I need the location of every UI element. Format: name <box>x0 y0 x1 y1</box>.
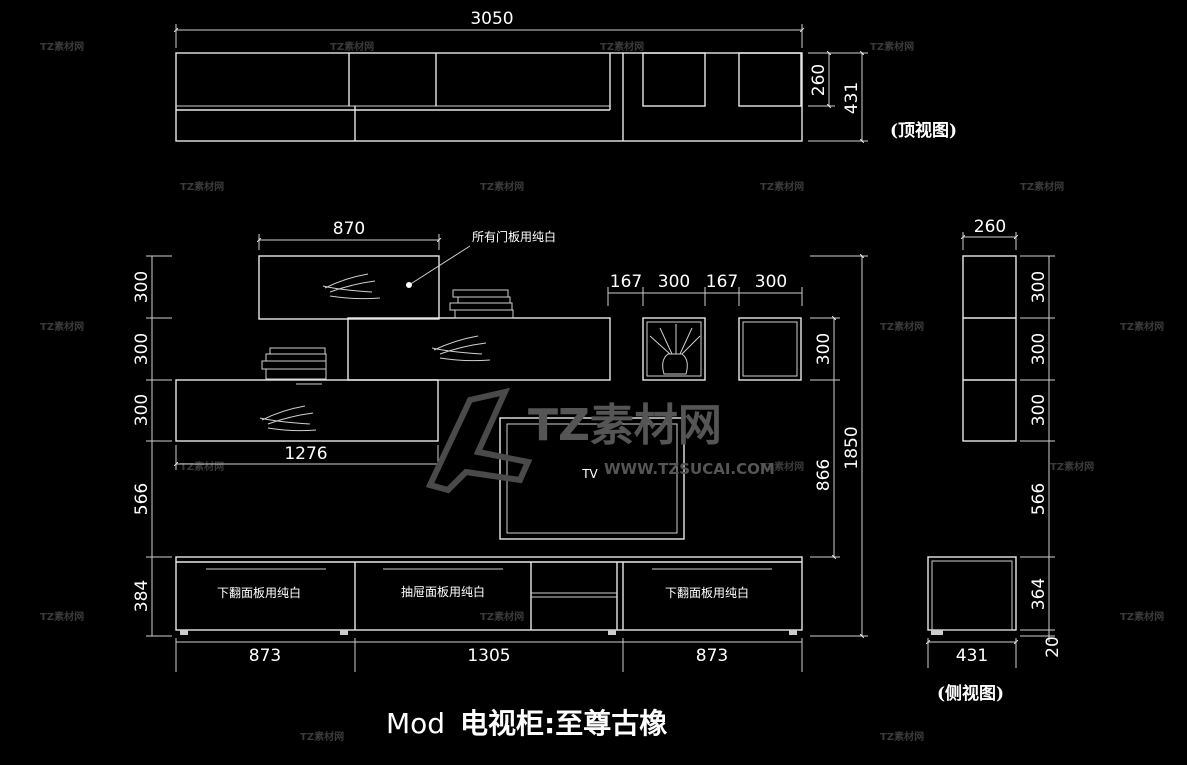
books-decor-1 <box>449 289 514 319</box>
note-door-panels: 所有门板用纯白 <box>472 229 556 244</box>
dim-side-20: 20 <box>1043 636 1063 658</box>
note-drawer: 抽屉面板用纯白 <box>401 584 485 599</box>
dim-167-a: 167 <box>610 272 642 292</box>
side-view: 260 300 300 300 566 364 20 431 (侧视图) <box>925 217 1063 704</box>
dim-873-b: 873 <box>696 646 728 666</box>
dim-left-384: 384 <box>132 580 152 612</box>
dim-870: 870 <box>333 219 365 239</box>
dim-top-260: 260 <box>809 64 829 96</box>
dim-300-b: 300 <box>755 272 787 292</box>
dim-1276: 1276 <box>284 444 327 464</box>
title-main: 电视柜:至尊古橡 <box>460 707 667 740</box>
dim-side-300-c: 300 <box>1029 394 1049 426</box>
svg-text:TZ素材网: TZ素材网 <box>480 610 524 623</box>
svg-text:TZ素材网: TZ素材网 <box>528 400 722 451</box>
dim-side-431: 431 <box>956 646 988 666</box>
svg-text:TZ素材网: TZ素材网 <box>1050 460 1094 473</box>
dim-866: 866 <box>814 459 834 491</box>
dim-300-a: 300 <box>658 272 690 292</box>
svg-text:TZ素材网: TZ素材网 <box>40 610 84 623</box>
svg-text:TZ素材网: TZ素材网 <box>330 40 374 53</box>
dim-left-300-c: 300 <box>132 394 152 426</box>
wall-panel-bottom <box>175 379 439 442</box>
faint-watermarks: TZ素材网 TZ素材网 TZ素材网 TZ素材网 TZ素材网 TZ素材网 TZ素材… <box>40 40 1164 743</box>
svg-text:TZ素材网: TZ素材网 <box>760 460 804 473</box>
top-view: 3050 260 431 (顶视图) <box>173 9 957 144</box>
side-base-unit <box>927 556 1017 631</box>
svg-text:TZ素材网: TZ素材网 <box>1020 180 1064 193</box>
note-flip-right: 下翻面板用纯白 <box>665 585 749 600</box>
base-cabinet <box>175 556 803 631</box>
display-box-2 <box>738 317 802 381</box>
svg-text:TZ素材网: TZ素材网 <box>300 730 344 743</box>
svg-text:TZ素材网: TZ素材网 <box>180 180 224 193</box>
dim-left-566: 566 <box>132 483 152 515</box>
dim-side-260: 260 <box>974 217 1006 237</box>
title-prefix: Mod <box>386 707 445 740</box>
svg-text:TZ素材网: TZ素材网 <box>870 40 914 53</box>
dim-873-a: 873 <box>249 646 281 666</box>
note-flip-left: 下翻面板用纯白 <box>217 585 301 600</box>
dim-top-width: 3050 <box>470 9 513 29</box>
svg-text:TZ素材网: TZ素材网 <box>1120 320 1164 333</box>
front-view: 所有门板用纯白 TV <box>132 219 868 672</box>
svg-text:TZ素材网: TZ素材网 <box>480 180 524 193</box>
side-wall-unit <box>962 255 1017 442</box>
dim-side-300-a: 300 <box>1029 271 1049 303</box>
dim-left-300-a: 300 <box>132 271 152 303</box>
wall-panel-middle <box>347 317 611 381</box>
drawing-title: Mod 电视柜:至尊古橡 <box>386 707 667 740</box>
dim-box-300: 300 <box>814 333 834 365</box>
dim-side-364: 364 <box>1029 578 1049 610</box>
svg-text:TZ素材网: TZ素材网 <box>880 730 924 743</box>
svg-text:TZ素材网: TZ素材网 <box>1120 610 1164 623</box>
svg-text:TZ素材网: TZ素材网 <box>40 40 84 53</box>
svg-text:TZ素材网: TZ素材网 <box>760 180 804 193</box>
top-view-label: (顶视图) <box>890 120 957 141</box>
watermark-logo: TZ素材网 WWW.TZSUCAI.COM <box>425 387 775 494</box>
side-view-label: (侧视图) <box>937 683 1004 704</box>
svg-text:TZ素材网: TZ素材网 <box>600 40 644 53</box>
dim-1850: 1850 <box>842 426 862 469</box>
dim-side-300-b: 300 <box>1029 333 1049 365</box>
dim-side-566: 566 <box>1029 483 1049 515</box>
svg-text:TZ素材网: TZ素材网 <box>40 320 84 333</box>
dim-top-431: 431 <box>842 82 862 114</box>
dim-167-b: 167 <box>706 272 738 292</box>
dim-1305: 1305 <box>467 646 510 666</box>
tv-label: TV <box>581 467 598 481</box>
wall-panel-top <box>258 255 440 320</box>
display-box-1 <box>642 317 706 381</box>
dim-left-300-b: 300 <box>132 333 152 365</box>
svg-text:TZ素材网: TZ素材网 <box>180 460 224 473</box>
svg-text:WWW.TZSUCAI.COM: WWW.TZSUCAI.COM <box>604 460 775 478</box>
books-decor-2 <box>261 347 327 380</box>
svg-text:TZ素材网: TZ素材网 <box>880 320 924 333</box>
